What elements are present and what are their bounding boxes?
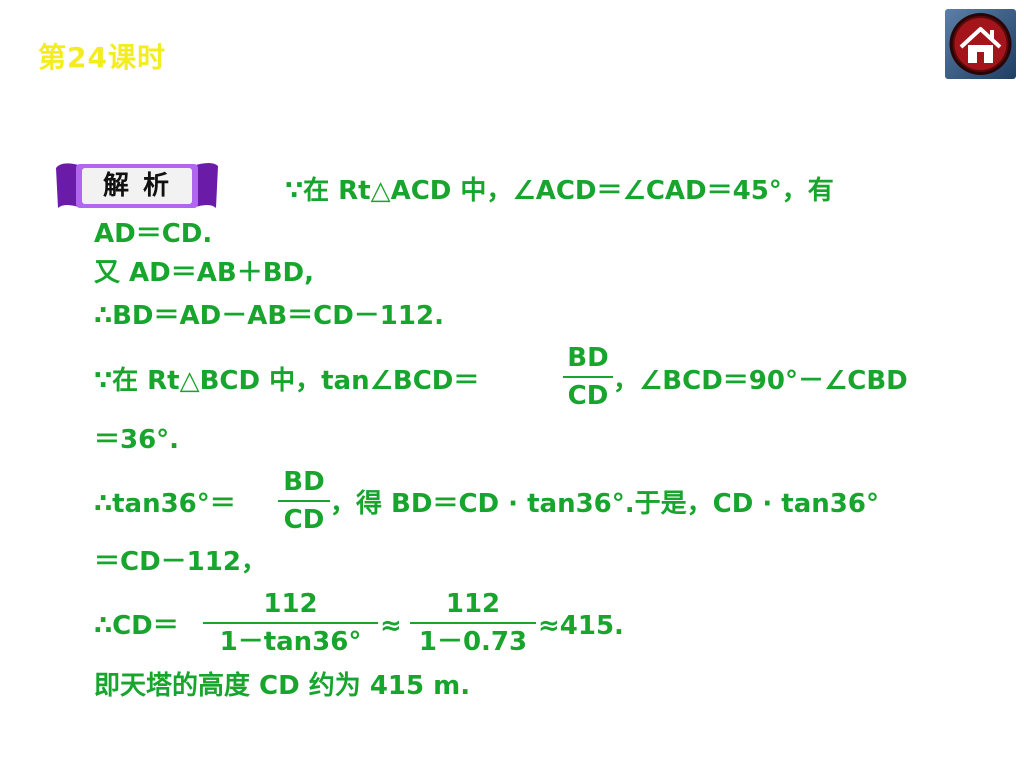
- line-9-result: ≈415.: [538, 611, 624, 641]
- lesson-title: 第24课时: [38, 41, 166, 74]
- fraction-denominator: CD: [567, 381, 609, 411]
- line-6: ＝36°.: [94, 425, 180, 455]
- line-7-start: ∴tan36°＝: [94, 489, 236, 519]
- line-5-end: ，∠BCD＝90°－∠CBD: [613, 366, 908, 396]
- line-3: 又 AD＝AB＋BD,: [94, 258, 314, 288]
- badge-label: 解析: [102, 171, 183, 201]
- fraction-denominator: 1－0.73: [418, 627, 528, 657]
- fraction-denominator: 1－tan36°: [219, 627, 362, 657]
- home-button[interactable]: [945, 9, 1016, 79]
- fraction-bd-cd-1: BD CD: [563, 345, 613, 409]
- fraction-112-over-1-minus-073: 112 1－0.73: [410, 591, 536, 655]
- fraction-bar: [278, 500, 330, 502]
- line-5-start: ∵在 Rt△BCD 中，tan∠BCD＝: [94, 366, 480, 396]
- fraction-numerator: BD: [283, 467, 325, 497]
- line-2: AD＝CD.: [94, 219, 213, 249]
- fraction-denominator: CD: [283, 505, 325, 535]
- fraction-bar: [563, 376, 613, 378]
- line-9-approx: ≈: [380, 611, 402, 641]
- fraction-numerator: 112: [445, 589, 501, 619]
- analysis-badge: 解析: [52, 158, 222, 214]
- line-7-end: ，得 BD＝CD · tan36°.于是，CD · tan36°: [330, 489, 879, 519]
- line-9-start: ∴CD＝: [94, 611, 179, 641]
- home-icon: [949, 13, 1012, 75]
- fraction-bar: [410, 622, 536, 624]
- fraction-bar: [203, 622, 378, 624]
- fraction-numerator: BD: [567, 343, 609, 373]
- line-10-conclusion: 即天塔的高度 CD 约为 415 m.: [94, 671, 471, 701]
- fraction-bd-cd-2: BD CD: [278, 469, 330, 533]
- line-8: ＝CD－112，: [94, 547, 267, 577]
- line-1: ∵在 Rt△ACD 中，∠ACD＝∠CAD＝45°，有: [285, 176, 834, 206]
- ribbon-shape: [56, 163, 218, 208]
- fraction-numerator: 112: [263, 589, 318, 619]
- line-4: ∴BD＝AD－AB＝CD－112.: [94, 301, 444, 331]
- fraction-112-over-1-minus-tan36: 112 1－tan36°: [203, 591, 378, 655]
